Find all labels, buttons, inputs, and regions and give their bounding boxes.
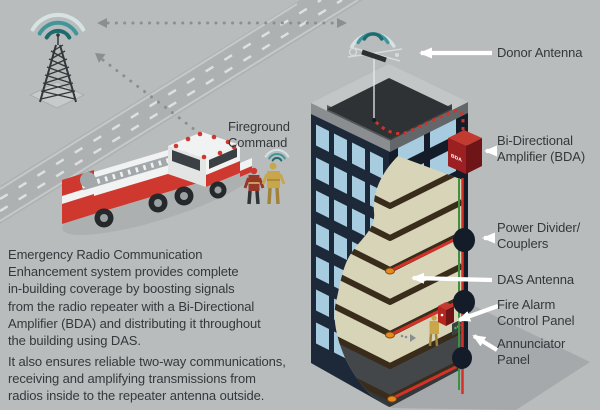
donor-signal-icon [350,32,396,48]
interior-firefighter [428,315,439,347]
power-couplers [452,228,475,369]
roof-cable [374,108,465,136]
bda-unit: BDA [448,130,482,174]
legend-donor-antenna: Donor Antenna [497,45,583,60]
legend-fire-alarm: Fire Alarm Control Panel [497,297,575,328]
das-antenna-2 [385,331,395,339]
interior-signal-dots [400,334,416,342]
arrow-das-antenna [411,272,493,284]
firefighter-yellow [261,162,286,205]
legend-das-antenna: DAS Antenna [497,272,574,287]
donor-antenna [347,46,403,122]
fire-alarm-panel [438,302,454,326]
das-antenna-1 [385,267,395,275]
bda-box-label: BDA [451,153,462,164]
legend-bda: Bi-Directional Amplifier (BDA) [497,133,586,164]
firefighter-red [243,167,265,205]
signal-path-horizontal [97,18,347,28]
paragraph-1: Emergency Radio Communication Enhancemen… [8,247,261,349]
das-antennas [385,267,397,403]
power-coupler-2 [453,290,475,314]
paragraph-2: It also ensures reliable two-way communi… [8,354,286,404]
legend-power-divider: Power Divider/ Couplers [497,220,581,251]
legend-annunciator: Annunciator Panel [497,336,566,367]
building: BDA [311,46,482,407]
legend-arrows [411,47,499,352]
das-antenna-3 [387,395,397,403]
tower-signal-icon [30,12,86,40]
firefighters [243,148,290,205]
truck-wheels [94,181,227,228]
arrow-annunciator [472,334,499,352]
radio-tower [28,33,86,109]
power-coupler-3 [452,347,472,369]
fire-truck [62,131,252,228]
firefighter-signal-icon [264,148,290,162]
power-coupler-1 [453,228,475,252]
fireground-command-label: Fireground Command [228,119,290,150]
building-shadow [391,298,590,410]
road [0,0,363,224]
roof [311,64,468,152]
arrow-fire-alarm [457,304,499,322]
